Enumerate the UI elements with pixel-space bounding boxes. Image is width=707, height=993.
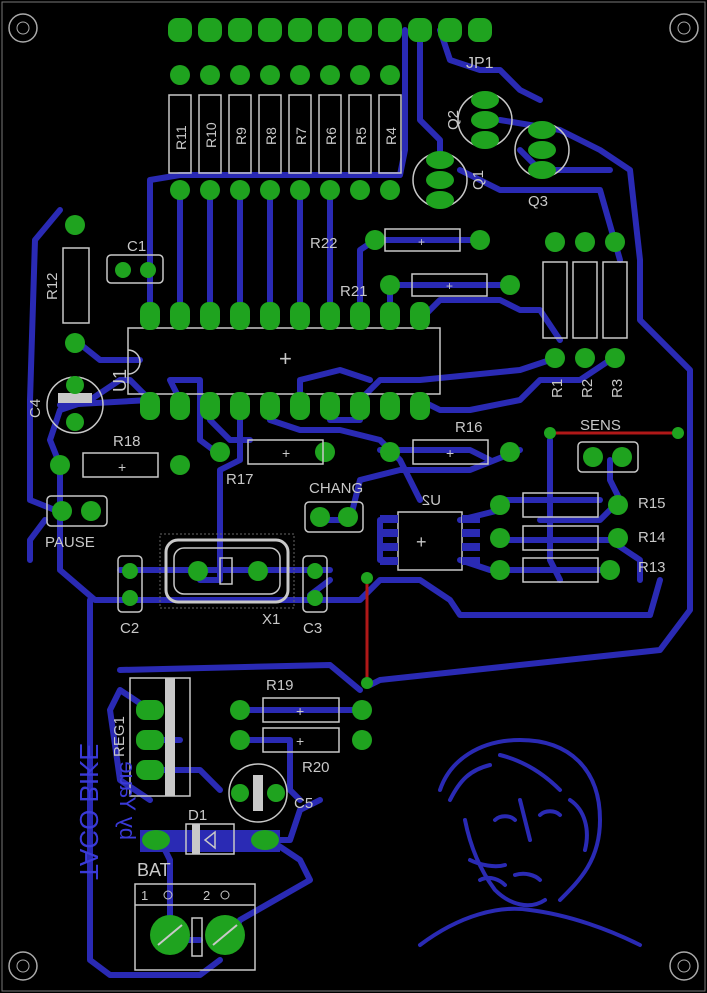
label-bat-pin2: 2 (203, 888, 210, 903)
label-r15: R15 (638, 495, 666, 512)
label-chang: CHANG (309, 480, 363, 497)
label-bat: BAT (137, 860, 171, 880)
mirrored-board-text: TACO BIKE by Yaue (74, 743, 140, 880)
r22-center-mark: + (418, 235, 425, 249)
label-r16: R16 (455, 419, 483, 436)
regulator-reg1 (129, 677, 191, 797)
label-r9: R9 (233, 127, 249, 145)
label-q2: Q2 (445, 110, 462, 130)
label-c1: C1 (127, 238, 146, 255)
resistor-r16 (380, 439, 520, 465)
resistor-bank (168, 65, 402, 200)
label-r8: R8 (263, 127, 279, 145)
portrait-artwork (418, 737, 642, 947)
plus-markers: + + + + + + + + + (118, 235, 454, 749)
mounting-hole-top-right (669, 13, 699, 43)
mounting-hole-top-left (8, 13, 38, 43)
pause-header (46, 495, 108, 527)
label-u1: U1 (110, 369, 130, 392)
u1-chip (127, 302, 441, 420)
label-r5: R5 (353, 127, 369, 145)
chang-header (304, 501, 364, 533)
battery-terminal (134, 883, 256, 971)
r16-center-mark: + (446, 445, 454, 461)
label-c2: C2 (120, 620, 139, 637)
label-c3: C3 (303, 620, 322, 637)
transistor-q1 (412, 151, 468, 209)
label-r18: R18 (113, 433, 141, 450)
resistor-r19 (230, 697, 372, 723)
silkscreen-labels: JP1 Q1 Q2 Q3 R11 R10 R9 R8 R7 R6 R5 R4 R… (27, 55, 666, 903)
capacitor-c2 (117, 555, 143, 613)
label-reg1: REG1 (111, 716, 128, 757)
transistor-q2 (457, 91, 513, 149)
capacitor-c4 (46, 376, 104, 434)
capacitor-c5 (228, 763, 288, 823)
u2-chip (380, 511, 480, 571)
vias (361, 572, 373, 689)
resistor-r22 (365, 228, 490, 252)
r20-center-mark: + (296, 733, 304, 749)
mirrored-text-taco-bike: TACO BIKE (74, 743, 104, 880)
jumper-wires (365, 431, 678, 683)
resistor-r20 (230, 727, 372, 753)
r18-center-mark: + (118, 459, 126, 475)
label-r4: R4 (383, 127, 399, 145)
resistor-r21 (380, 273, 520, 297)
r17-center-mark: + (282, 445, 290, 461)
label-pause: PAUSE (45, 534, 95, 551)
label-u2: U2 (422, 492, 441, 509)
u2-center-mark: + (416, 532, 427, 552)
label-d1: D1 (188, 807, 207, 824)
resistor-r18 (50, 452, 190, 478)
label-r1: R1 (549, 379, 566, 398)
mirrored-text-by: by Yaue (115, 761, 140, 840)
r21-center-mark: + (446, 279, 453, 293)
mounting-hole-bottom-right (669, 951, 699, 981)
label-r13: R13 (638, 559, 666, 576)
label-r12: R12 (44, 272, 61, 300)
label-sens: SENS (580, 417, 621, 434)
label-r19: R19 (266, 677, 294, 694)
label-c4: C4 (27, 399, 44, 418)
label-r11: R11 (173, 125, 189, 150)
label-bat-pin1: 1 (141, 888, 148, 903)
resistors-r13-r15 (490, 492, 628, 583)
sens-header (544, 427, 684, 473)
label-x1: X1 (262, 611, 280, 628)
label-r14: R14 (638, 529, 666, 546)
r19-center-mark: + (296, 703, 304, 719)
label-r17: R17 (226, 471, 254, 488)
label-q3: Q3 (528, 193, 548, 210)
capacitor-c3 (302, 555, 328, 613)
diode-d1 (140, 823, 280, 855)
label-r3: R3 (609, 379, 626, 398)
label-r20: R20 (302, 759, 330, 776)
label-jp1: JP1 (466, 55, 494, 72)
mounting-hole-bottom-left (8, 951, 38, 981)
header-jp1-pads (168, 18, 492, 42)
resistor-r17 (210, 439, 335, 465)
label-c5: C5 (294, 795, 313, 812)
label-r10: R10 (203, 122, 219, 148)
resistors-r1-r3 (542, 232, 628, 368)
capacitor-c1 (106, 254, 164, 284)
u1-center-mark: + (279, 346, 292, 371)
label-r21: R21 (340, 283, 368, 300)
label-r7: R7 (293, 127, 309, 145)
resistor-r12 (62, 215, 90, 353)
label-r6: R6 (323, 127, 339, 145)
label-q1: Q1 (470, 170, 487, 190)
label-r22: R22 (310, 235, 338, 252)
label-r2: R2 (579, 379, 596, 398)
transistor-q3 (514, 121, 570, 179)
crystal-x1 (159, 533, 295, 609)
